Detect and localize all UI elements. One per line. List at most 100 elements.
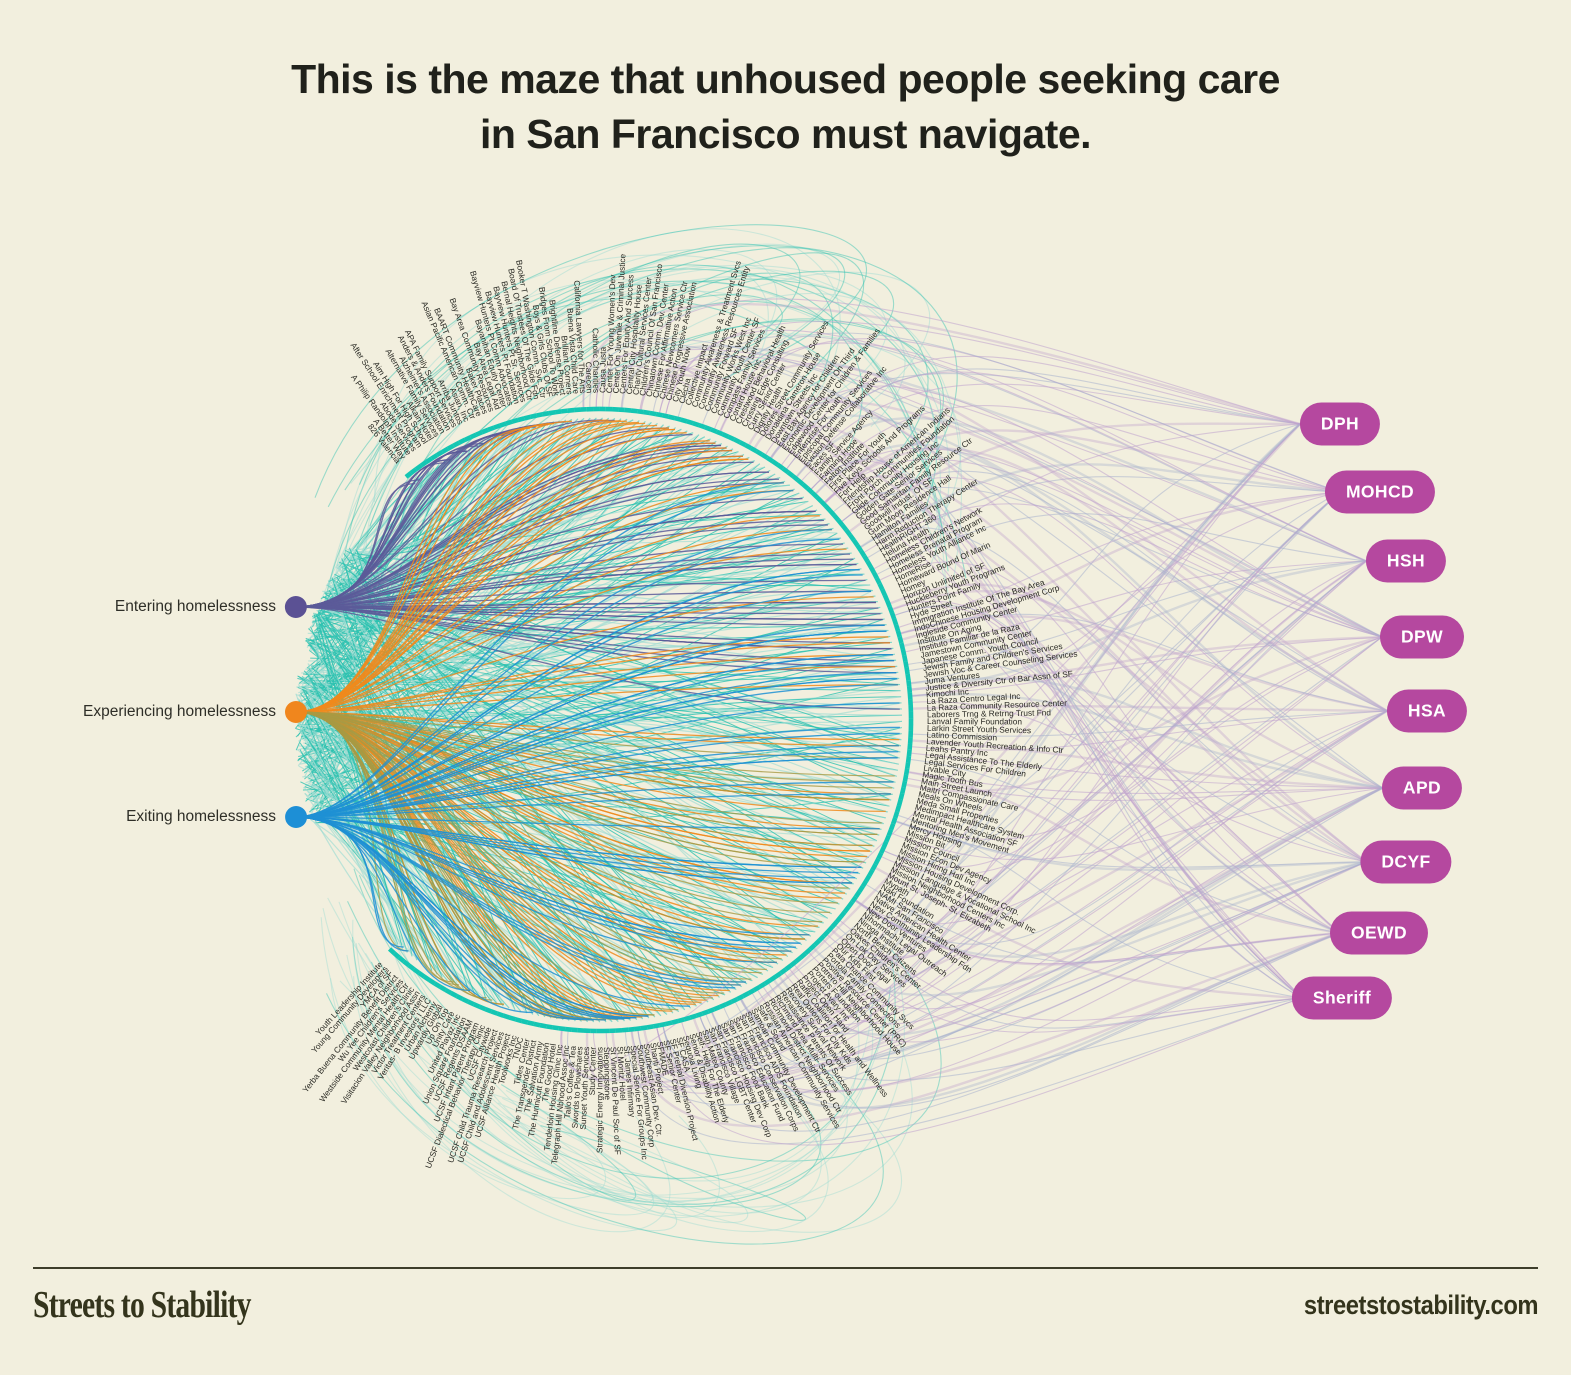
ring-tick <box>583 1028 591 1034</box>
ring-tick <box>905 755 912 763</box>
phase-label: Exiting homelessness <box>126 808 276 825</box>
ring-tick <box>903 661 909 669</box>
ring-tick <box>771 459 780 467</box>
org-label: Center For Young Women's Dev <box>604 274 617 394</box>
ring-tick <box>899 786 906 795</box>
ring-tick <box>433 981 442 989</box>
ring-tick <box>776 462 785 471</box>
ring-tick <box>908 711 914 719</box>
ring-tick <box>893 624 901 632</box>
ring-tick <box>826 925 835 933</box>
ring-tick <box>868 565 876 574</box>
ring-tick <box>879 846 886 855</box>
ring-tick <box>799 951 808 960</box>
ring-tick <box>844 528 852 537</box>
ring-tick <box>441 446 450 454</box>
ring-tick <box>686 419 694 426</box>
ring-tick <box>667 414 676 421</box>
ring-tick <box>881 840 889 849</box>
ring-tick <box>899 642 906 650</box>
phase-node-0: Entering homelessness <box>115 596 307 618</box>
ring-tick <box>701 1009 710 1016</box>
ring-tick <box>862 554 870 563</box>
ring-tick <box>719 1002 727 1010</box>
ring-tick <box>652 1022 661 1029</box>
ring-tick <box>487 425 495 432</box>
ring-tick <box>900 648 907 656</box>
page-title: This is the maze that unhoused people se… <box>0 52 1571 163</box>
phase-node-2: Exiting homelessness <box>126 806 307 828</box>
ring-tick <box>517 416 525 423</box>
ring-tick <box>646 1024 654 1030</box>
ring-tick <box>529 413 538 420</box>
ring-tick <box>888 822 896 831</box>
brand-logo: Streets to Stability <box>33 1284 251 1326</box>
ring-tick <box>763 978 772 986</box>
org-label: Study Center <box>587 1047 598 1096</box>
ring-tick <box>834 915 843 924</box>
ring-tick <box>428 978 437 986</box>
ring-tick <box>904 667 910 675</box>
ring-tick <box>836 518 845 527</box>
ring-tick <box>514 1017 523 1024</box>
ring-tick <box>842 905 851 914</box>
ring-tick <box>803 947 812 956</box>
ring-tick <box>467 999 475 1007</box>
ring-tick <box>870 863 878 872</box>
ring-tick <box>511 417 519 424</box>
ring-tick <box>502 1013 511 1020</box>
ring-tick <box>561 408 569 414</box>
ring-tick <box>880 588 888 597</box>
ring-tick <box>558 1025 566 1032</box>
ring-tick <box>824 504 832 513</box>
ring-tick <box>779 967 788 975</box>
ring-tick <box>505 419 513 426</box>
ring-tick <box>564 1026 572 1032</box>
ring-tick <box>472 1002 481 1009</box>
ring-tick <box>704 425 712 432</box>
org-label: Larkin Street Youth Services <box>927 723 1031 736</box>
ring-tick <box>640 1025 648 1031</box>
ring-tick <box>822 929 830 938</box>
ring-tick <box>425 456 434 464</box>
ring-tick <box>450 991 458 999</box>
ring-tick <box>539 1022 547 1029</box>
ring-tick <box>493 423 501 430</box>
ring-tick <box>860 879 869 888</box>
ring-tick <box>683 1015 691 1022</box>
ring-tick <box>730 996 739 1004</box>
ring-tick <box>851 538 860 547</box>
ring-tick <box>407 963 416 972</box>
ring-tick <box>817 934 826 943</box>
ring-tick <box>611 406 619 412</box>
agency-pill-dpw: DPW <box>1379 615 1465 659</box>
ring-tick <box>573 407 581 413</box>
ring-tick <box>552 1025 560 1031</box>
agency-pill-dcyf: DCYF <box>1360 840 1452 884</box>
ring-tick <box>755 449 764 457</box>
ring-tick <box>884 834 891 843</box>
ring-tick <box>455 993 464 1001</box>
org-label: Lanval Family Foundation <box>927 716 1022 726</box>
ring-tick <box>661 413 669 419</box>
ring-tick <box>791 474 800 482</box>
ring-tick <box>864 874 872 883</box>
ring-tick <box>774 971 783 979</box>
ring-tick <box>430 453 439 461</box>
org-label: Kimochi Inc <box>926 686 970 699</box>
agency-pill-oewd: OEWD <box>1329 911 1429 955</box>
ring-tick <box>490 1009 499 1016</box>
ring-tick <box>590 1028 597 1034</box>
ring-tick <box>741 991 750 999</box>
ring-tick <box>906 686 913 694</box>
ring-tick <box>452 440 461 448</box>
ring-tick <box>435 449 444 458</box>
agency-pill-sheriff: Sheriff <box>1291 976 1393 1020</box>
ring-tick <box>907 743 913 751</box>
ring-tick <box>781 466 790 475</box>
ring-tick <box>901 780 908 788</box>
ring-tick <box>387 947 396 955</box>
ring-tick <box>871 571 879 580</box>
phase-dot <box>285 596 307 618</box>
